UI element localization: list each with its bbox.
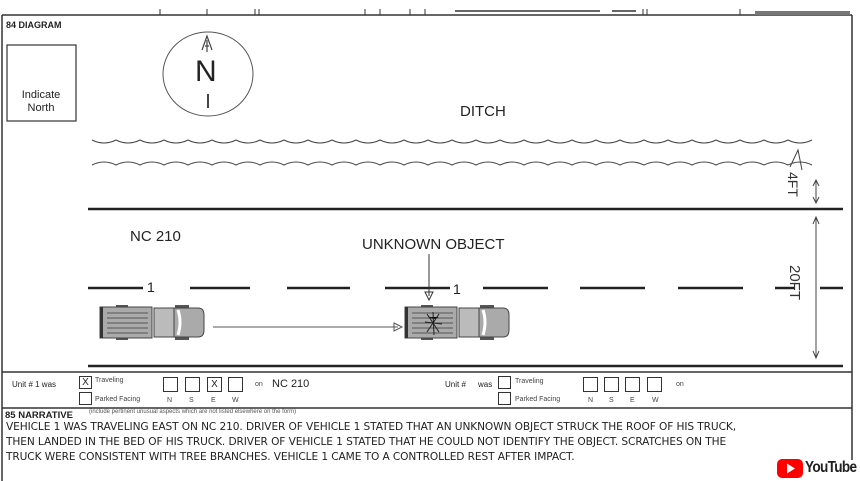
youtube-logo-icon [777,459,803,478]
unit-1-parked-label: Parked Facing [95,396,141,403]
unit-2-parked-label: Parked Facing [515,396,561,403]
road-label: NC 210 [130,228,181,245]
narrative-line: THEN LANDED IN THE BED OF HIS TRUCK. DRI… [6,436,727,448]
compass-letter: N [195,55,217,88]
youtube-wordmark: YouTube [805,459,857,476]
unit-2-traveling-checkbox[interactable] [498,376,511,389]
dir-s-label: S [609,397,614,404]
narrative-hint: (include pertinent unusual aspects which… [89,409,297,415]
dir-w-label: W [232,397,239,404]
unit-1-traveling-label: Traveling [95,377,124,384]
compass-icon [162,31,254,117]
unit-1-traveling-checkbox[interactable]: X [79,376,92,389]
road-width-label: 20FT [786,265,803,300]
unknown-object-label: UNKNOWN OBJECT [362,236,505,253]
unit-2-dir-e-checkbox[interactable] [625,377,640,392]
dir-e-label: E [630,397,635,404]
vehicle-1-end-icon [404,305,510,340]
narrative-line: TRUCK WERE CONSISTENT WITH TREE BRANCHES… [6,451,575,463]
unit-2-was-label: was [478,380,493,389]
unit-2-traveling-label: Traveling [515,378,544,385]
travel-path-arrow [213,322,404,332]
indicate-north-label: Indicate North [21,89,61,114]
dir-w-label: W [652,397,659,404]
ditch-width-arrow [812,178,820,205]
road-width-arrow [812,215,820,360]
unit-1-on-label: on [255,381,263,388]
unit-1-dir-e-checkbox[interactable]: X [207,377,222,392]
ditch-line-lower [91,148,813,171]
narrative-section-label: 85 NARRATIVE [5,410,73,421]
ditch-width-label: 4FT [785,172,801,197]
unit-2-dir-s-checkbox[interactable] [604,377,619,392]
dir-n-label: N [167,397,173,404]
unit-2-on-label: on [676,381,684,388]
unit-2-dir-w-checkbox[interactable] [647,377,662,392]
unit-1-label: Unit # 1 was [12,380,57,389]
indicate-north-box [6,44,77,122]
vehicle-end-number: 1 [453,281,461,297]
debris-icon [424,311,443,336]
object-arrow [424,254,434,302]
unit-1-dir-w-checkbox[interactable] [228,377,243,392]
dir-e-label: E [211,397,216,404]
vehicle-start-number: 1 [147,279,155,295]
top-form-remnants [159,9,850,16]
unit-1-dir-n-checkbox[interactable] [163,377,178,392]
vehicle-1-start-icon [99,305,205,340]
dir-n-label: N [588,397,594,404]
diagram-section-label: 84 DIAGRAM [6,20,62,30]
unit-2-label: Unit # [445,380,466,389]
ditch-line-upper [91,139,813,144]
narrative-line: VEHICLE 1 WAS TRAVELING EAST ON NC 210. … [6,421,736,433]
unit-1-dir-s-checkbox[interactable] [185,377,200,392]
unit-2-parked-checkbox[interactable] [498,392,511,405]
unit-1-parked-checkbox[interactable] [79,392,92,405]
unit-1-road: NC 210 [272,378,310,390]
unit-2-dir-n-checkbox[interactable] [583,377,598,392]
ditch-label: DITCH [460,103,506,120]
dir-s-label: S [189,397,194,404]
